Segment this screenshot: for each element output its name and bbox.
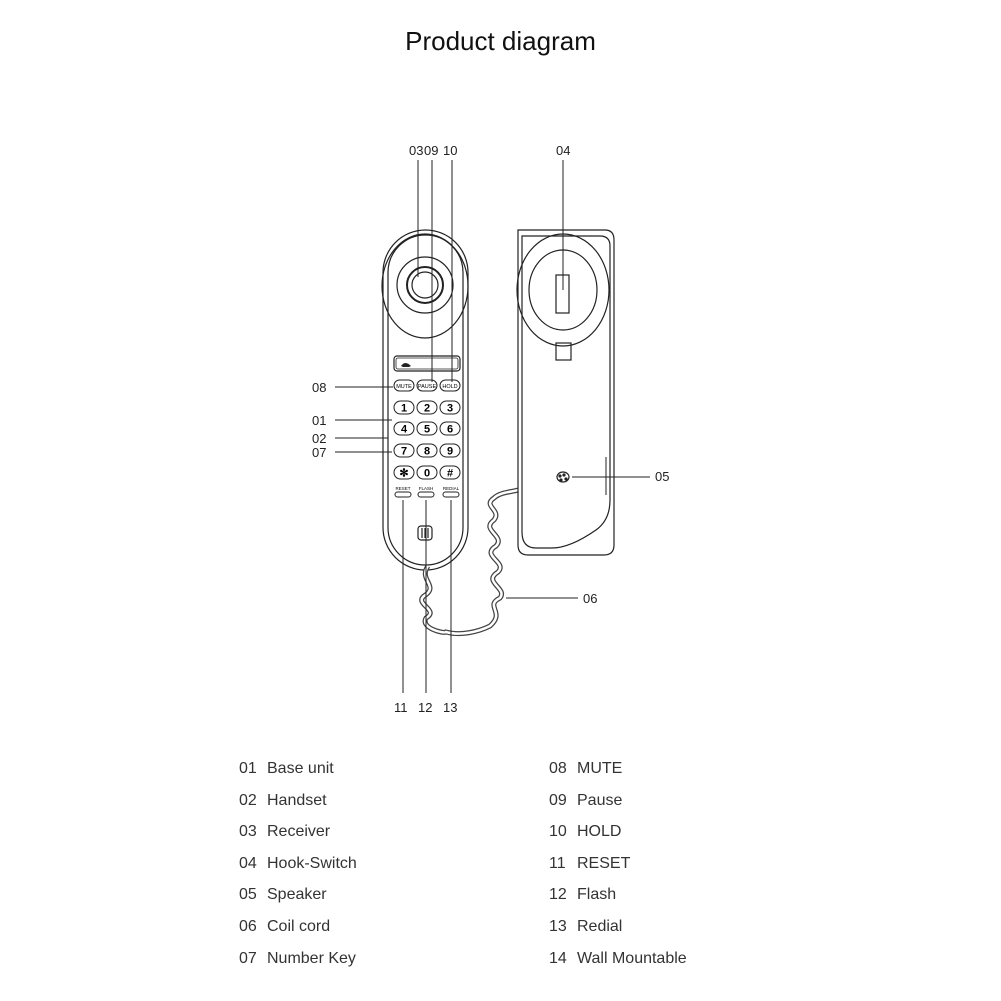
microphone-icon: [417, 525, 433, 541]
coil-cord: [419, 487, 519, 637]
base-unit-outer: [517, 229, 615, 556]
callout-13: 13: [443, 700, 457, 715]
key-6: 6: [447, 424, 453, 436]
callout-02: 02: [312, 431, 326, 446]
page-title: Product diagram: [405, 26, 596, 56]
key-hash: #: [447, 468, 453, 480]
key-star: ✻: [399, 468, 408, 480]
hold-key: [439, 379, 461, 392]
callout-numbers: 03 09 10 04 08 01 02 07 05 06 11 12 13: [312, 143, 669, 715]
pause-key: [416, 379, 438, 392]
callout-03: 03: [409, 143, 423, 158]
keypad-row-4: ✻ 0 #: [393, 465, 461, 480]
hold-key-label: HOLD: [442, 384, 457, 390]
receiver-ring-inner: [411, 271, 439, 299]
callout-04: 04: [556, 143, 570, 158]
pause-key-label: PAUSE: [418, 384, 437, 390]
mute-key-label: MUTE: [396, 384, 412, 390]
redial-key-label: REDIAL: [443, 486, 460, 491]
key-0: 0: [424, 468, 430, 480]
callout-07: 07: [312, 445, 326, 460]
keypad-row-2: 4 5 6: [393, 421, 461, 436]
keypad-row-1: 1 2 3: [393, 400, 461, 415]
callout-12: 12: [418, 700, 432, 715]
hook-tab: [555, 342, 572, 361]
receiver-ring-mid: [406, 266, 444, 304]
redial-key: [442, 491, 460, 498]
callout-01: 01: [312, 413, 326, 428]
callout-06: 06: [583, 591, 597, 606]
bottom-keys: RESET FLASH REDIAL: [394, 486, 460, 498]
key-2: 2: [424, 403, 430, 415]
callout-lines: [335, 160, 650, 693]
keypad-row-3: 7 8 9: [393, 443, 461, 458]
flash-key: [417, 491, 435, 498]
base-unit-inner: [521, 235, 611, 549]
reset-key-label: RESET: [395, 486, 410, 491]
callout-11: 11: [394, 700, 408, 715]
base-unit: [516, 229, 615, 556]
receiver-ring-outer: [396, 256, 454, 314]
reset-key: [394, 491, 412, 498]
phone-icon: [401, 363, 411, 367]
callout-09: 09: [424, 143, 438, 158]
mute-key: [393, 379, 415, 392]
key-4: 4: [401, 424, 408, 436]
callout-08: 08: [312, 380, 326, 395]
speaker-icon: [556, 471, 570, 483]
handset-display-strip: [393, 355, 461, 372]
receiver-cup: [381, 233, 469, 339]
key-8: 8: [424, 446, 430, 458]
callout-05: 05: [655, 469, 669, 484]
key-7: 7: [401, 446, 407, 458]
product-diagram: MUTE PAUSE HOLD 1 2 3 4 5 6 7 8: [312, 143, 669, 715]
function-keys: MUTE PAUSE HOLD: [393, 379, 461, 392]
key-9: 9: [447, 446, 453, 458]
key-1: 1: [401, 403, 407, 415]
callout-10: 10: [443, 143, 457, 158]
key-5: 5: [424, 424, 430, 436]
flash-key-label: FLASH: [419, 486, 434, 491]
key-3: 3: [447, 403, 453, 415]
number-keypad: 1 2 3 4 5 6 7 8 9 ✻ 0 #: [393, 400, 461, 480]
